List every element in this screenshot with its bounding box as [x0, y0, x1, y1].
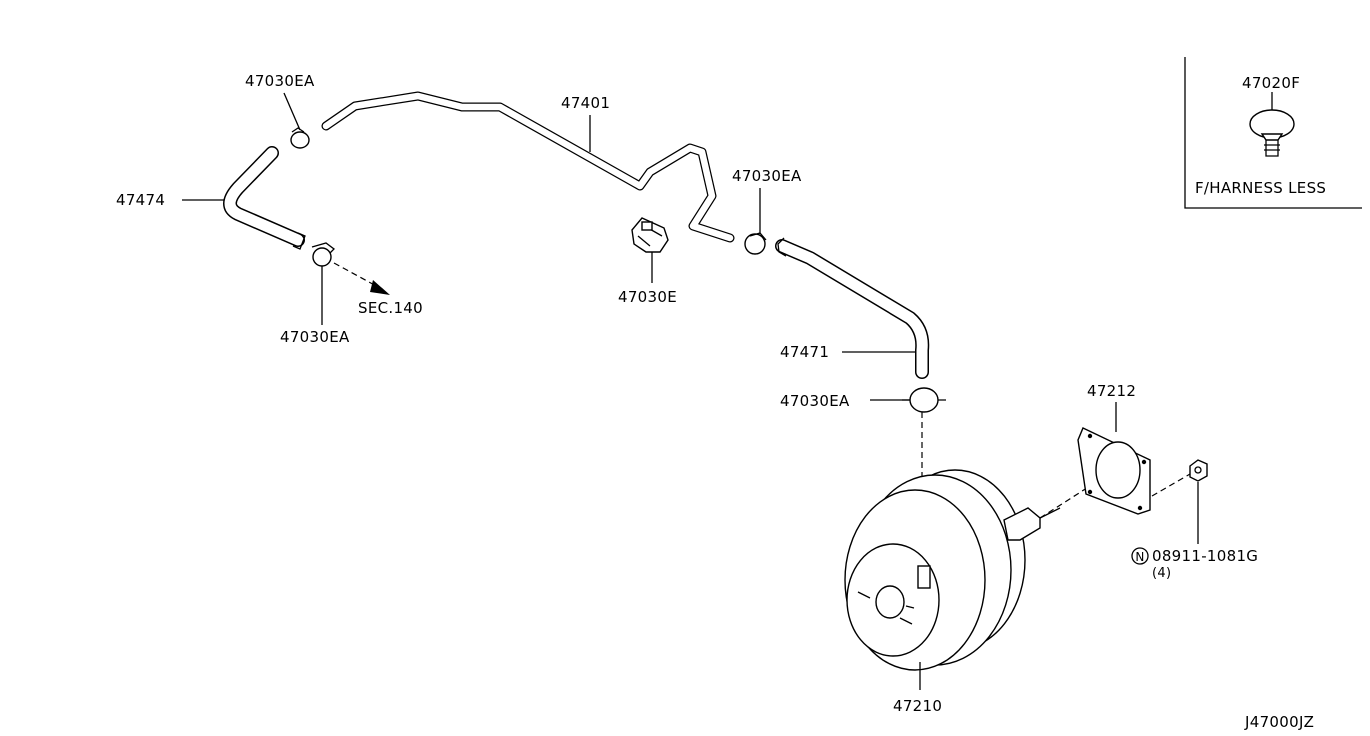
label-47030e: 47030E: [618, 288, 677, 306]
label-47401: 47401: [561, 94, 610, 112]
clip-top-left-icon[interactable]: [290, 127, 310, 149]
inset-frame: [1184, 57, 1362, 209]
label-nut-part: 08911-1081G: [1152, 547, 1258, 565]
label-47030ea-mid-right: 47030EA: [732, 167, 802, 185]
label-nut-qty: (4): [1152, 566, 1171, 581]
label-47030ea-bottom-left: 47030EA: [280, 328, 350, 346]
label-47020f: 47020F: [1242, 74, 1300, 92]
clip-47020f-icon[interactable]: [1249, 109, 1295, 157]
hose-47471[interactable]: [775, 237, 930, 379]
nut-connection-dashed-line: [1151, 473, 1191, 497]
leader-lines: [182, 92, 1273, 690]
label-sec-140[interactable]: SEC.140: [358, 299, 423, 317]
label-inset-note: F/HARNESS LESS: [1195, 179, 1326, 197]
label-47474: 47474: [116, 191, 165, 209]
gasket-47212[interactable]: [1077, 427, 1151, 515]
nut-symbol: N: [1135, 550, 1144, 564]
clip-mid-right-icon[interactable]: [744, 232, 767, 255]
diagram-code: J47000JZ: [1244, 713, 1314, 731]
label-47212: 47212: [1087, 382, 1136, 400]
label-47210: 47210: [893, 697, 942, 715]
label-47471: 47471: [780, 343, 829, 361]
brake-booster-47210[interactable]: [844, 469, 1061, 671]
label-47030ea-lower-right: 47030EA: [780, 392, 850, 410]
label-47030ea-top-left: 47030EA: [245, 72, 315, 90]
tube-47401[interactable]: [321, 91, 735, 243]
sec-140-arrow-icon: [333, 262, 390, 295]
nut-part-callout: N 08911-1081G (4): [1131, 547, 1258, 581]
hose-47474[interactable]: [223, 146, 306, 250]
nut-symbol-circle: [1131, 547, 1149, 565]
clip-bottom-left-icon[interactable]: [311, 242, 335, 267]
clamp-47030e-icon[interactable]: [631, 217, 669, 253]
nut-icon[interactable]: [1189, 459, 1208, 482]
gasket-connection-dashed-line: [1039, 485, 1091, 519]
